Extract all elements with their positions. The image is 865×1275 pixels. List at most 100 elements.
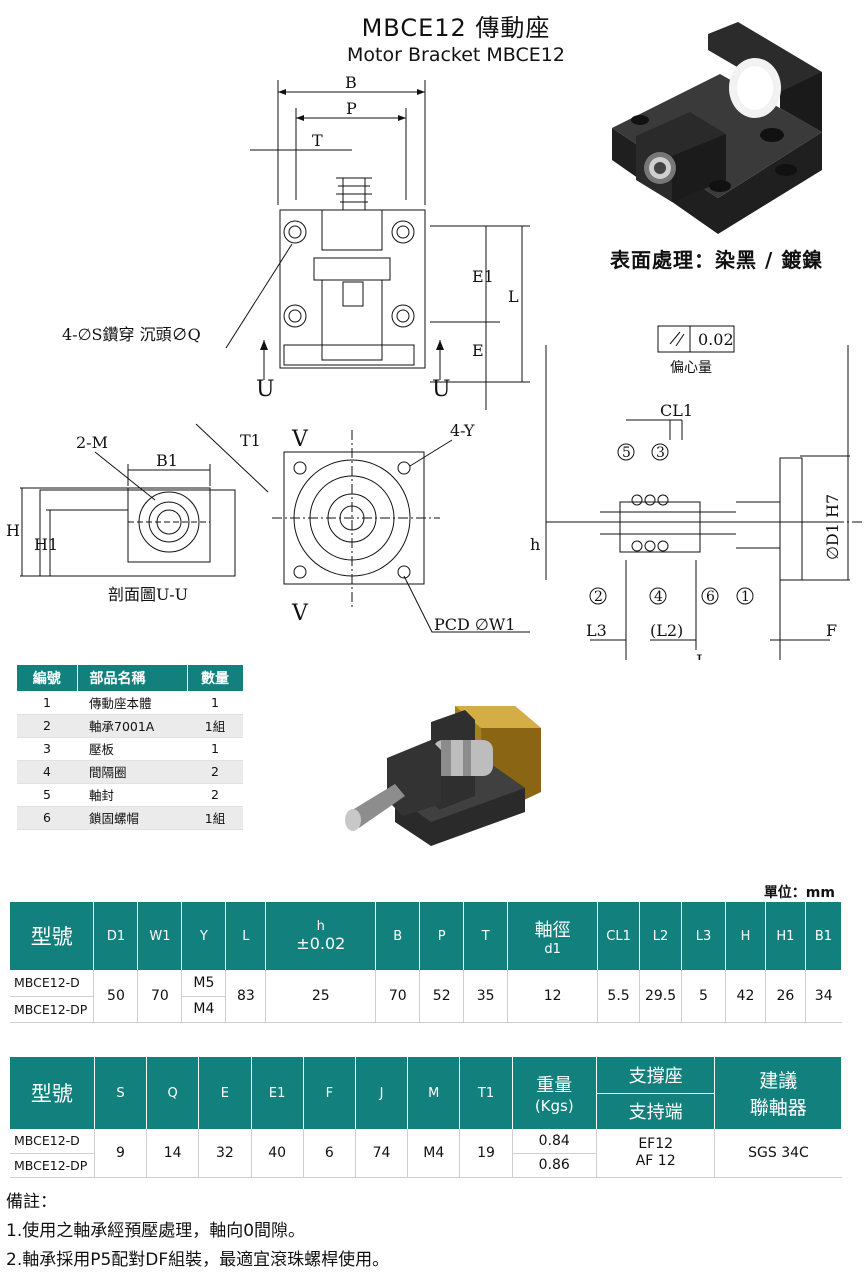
spec2-header-F: F <box>303 1057 356 1129</box>
parts-header-no: 編號 <box>17 665 78 691</box>
spec2-header-T1: T1 <box>459 1057 513 1129</box>
spec1-B: 70 <box>375 970 421 1023</box>
spec2-header-E1: E1 <box>251 1057 304 1129</box>
balloon-2: 2 <box>594 589 603 605</box>
notes-title: 備註： <box>6 1192 57 1212</box>
spec1-model-D: MBCE12-D <box>10 970 95 997</box>
parts-name: 傳動座本體 <box>77 691 187 715</box>
spec1-header-h-tol: ±0.02 <box>296 934 346 953</box>
parts-qty: 2 <box>187 783 243 807</box>
spec2-J: 74 <box>355 1129 409 1178</box>
table-row: MBCE12-DP 0.86 <box>10 1153 842 1178</box>
parts-qty: 1組 <box>187 806 243 830</box>
spec2-header-E: E <box>198 1057 252 1129</box>
parts-name: 軸承7001A <box>77 714 187 738</box>
spec2-header-coupling: 建議聯軸器 <box>714 1057 842 1129</box>
spec1-T: 35 <box>463 970 509 1023</box>
spec2-model-DP: MBCE12-DP <box>10 1153 95 1178</box>
spec2-E: 32 <box>198 1129 252 1178</box>
spec1-header-H1: H1 <box>765 902 806 970</box>
spec1-Y-D: M5 <box>181 970 227 997</box>
spec1-L: 83 <box>225 970 267 1023</box>
spec1-header-Y: Y <box>181 902 227 970</box>
spec1-header-T: T <box>463 902 509 970</box>
spec1-H1: 26 <box>765 970 806 1023</box>
view-V-bottom: V <box>291 601 309 626</box>
spec1-d1: 12 <box>507 970 599 1023</box>
dim-CL1: CL1 <box>660 401 693 420</box>
spec2-header-M: M <box>407 1057 461 1129</box>
spec1-header-d1-label: 軸徑 <box>534 919 571 941</box>
spec2-header-support-end: 支持端 <box>596 1093 716 1129</box>
spec2-header-weight: 重量(Kgs) <box>512 1057 597 1129</box>
view-V-top: V <box>291 427 309 452</box>
dim-L3: L3 <box>586 621 607 640</box>
technical-drawing: B P T E1 L E 4-∅S鑽穿 沉頭∅Q U U 2-M B1 T1 H… <box>6 73 865 660</box>
parts-qty: 1 <box>187 691 243 715</box>
spec1-header-d1-sub: d1 <box>544 941 561 957</box>
spec1-W1: 70 <box>137 970 183 1023</box>
dim-E1: E1 <box>472 267 494 286</box>
hole-note: 4-∅S鑽穿 沉頭∅Q <box>62 325 201 344</box>
spec1-header-B: B <box>375 902 421 970</box>
unit-label: 單位：mm <box>763 885 835 901</box>
spec2-weight-D: 0.84 <box>512 1129 597 1154</box>
note-item: 2.軸承採用P5配對DF組裝，最適宜滾珠螺桿使用。 <box>6 1250 390 1270</box>
balloon-3: 3 <box>656 445 665 461</box>
spec1-P: 52 <box>419 970 465 1023</box>
table-row: MBCE12-DP M4 <box>10 996 842 1023</box>
spec2-header-weight-unit: (Kgs) <box>534 1097 574 1115</box>
spec2-support-ef: EF12 <box>638 1135 674 1152</box>
spec1-D1: 50 <box>93 970 139 1023</box>
spec2-M: M4 <box>407 1129 461 1178</box>
dim-T: T <box>312 131 323 150</box>
page-title: MBCE12 傳動座 <box>361 14 551 42</box>
surface-finish-note: 表面處理：染黑 / 鍍鎳 <box>610 248 824 272</box>
assembly-photo <box>345 706 541 846</box>
table-row: MBCE12-D 9 14 32 40 6 74 M4 19 0.84 EF12… <box>10 1129 842 1178</box>
spec1-header-P: P <box>419 902 465 970</box>
spec1-header-W1: W1 <box>137 902 183 970</box>
spec2-S: 9 <box>94 1129 148 1178</box>
table-row: MBCE12-D 50 70 M5 83 25 70 52 35 12 5.5 … <box>10 970 842 1023</box>
dim-L2: (L2) <box>650 621 683 640</box>
page-subtitle: Motor Bracket MBCE12 <box>347 44 565 66</box>
spec1-header-model: 型號 <box>10 902 95 970</box>
parts-no: 3 <box>17 737 77 761</box>
spec2-E1: 40 <box>251 1129 304 1178</box>
note-item: 1.使用之軸承經預壓處理，軸向0間隙。 <box>6 1221 306 1241</box>
runout-value: 0.02 <box>698 330 734 349</box>
spec1-model-DP: MBCE12-DP <box>10 996 95 1023</box>
spec1-header-L3: L3 <box>681 902 726 970</box>
section-U-left: U <box>256 377 275 402</box>
dim-h: h <box>530 535 540 554</box>
dim-F: F <box>826 621 837 640</box>
spec2-header-J: J <box>355 1057 409 1129</box>
spec2-header-model: 型號 <box>10 1057 95 1129</box>
balloon-6: 6 <box>706 589 715 605</box>
spec2-header-coupling-2: 聯軸器 <box>749 1097 807 1119</box>
parts-name: 軸封 <box>77 783 187 807</box>
spec2-header-Q: Q <box>146 1057 200 1129</box>
spec2-header-weight-label: 重量 <box>536 1075 573 1096</box>
spec2-header-S: S <box>94 1057 148 1129</box>
spec2-T1: 19 <box>459 1129 513 1178</box>
spec1-header-h-label: h <box>316 919 325 934</box>
dim-H: H <box>6 521 20 540</box>
section-U-right: U <box>432 377 451 402</box>
spec1-header-H: H <box>725 902 766 970</box>
dim-E: E <box>472 341 484 360</box>
parts-header-qty: 數量 <box>187 665 244 691</box>
dim-L: L <box>508 287 519 306</box>
spec1-B1: 34 <box>805 970 842 1023</box>
spec1-L3: 5 <box>681 970 726 1023</box>
spec1-Y-DP: M4 <box>181 996 227 1023</box>
